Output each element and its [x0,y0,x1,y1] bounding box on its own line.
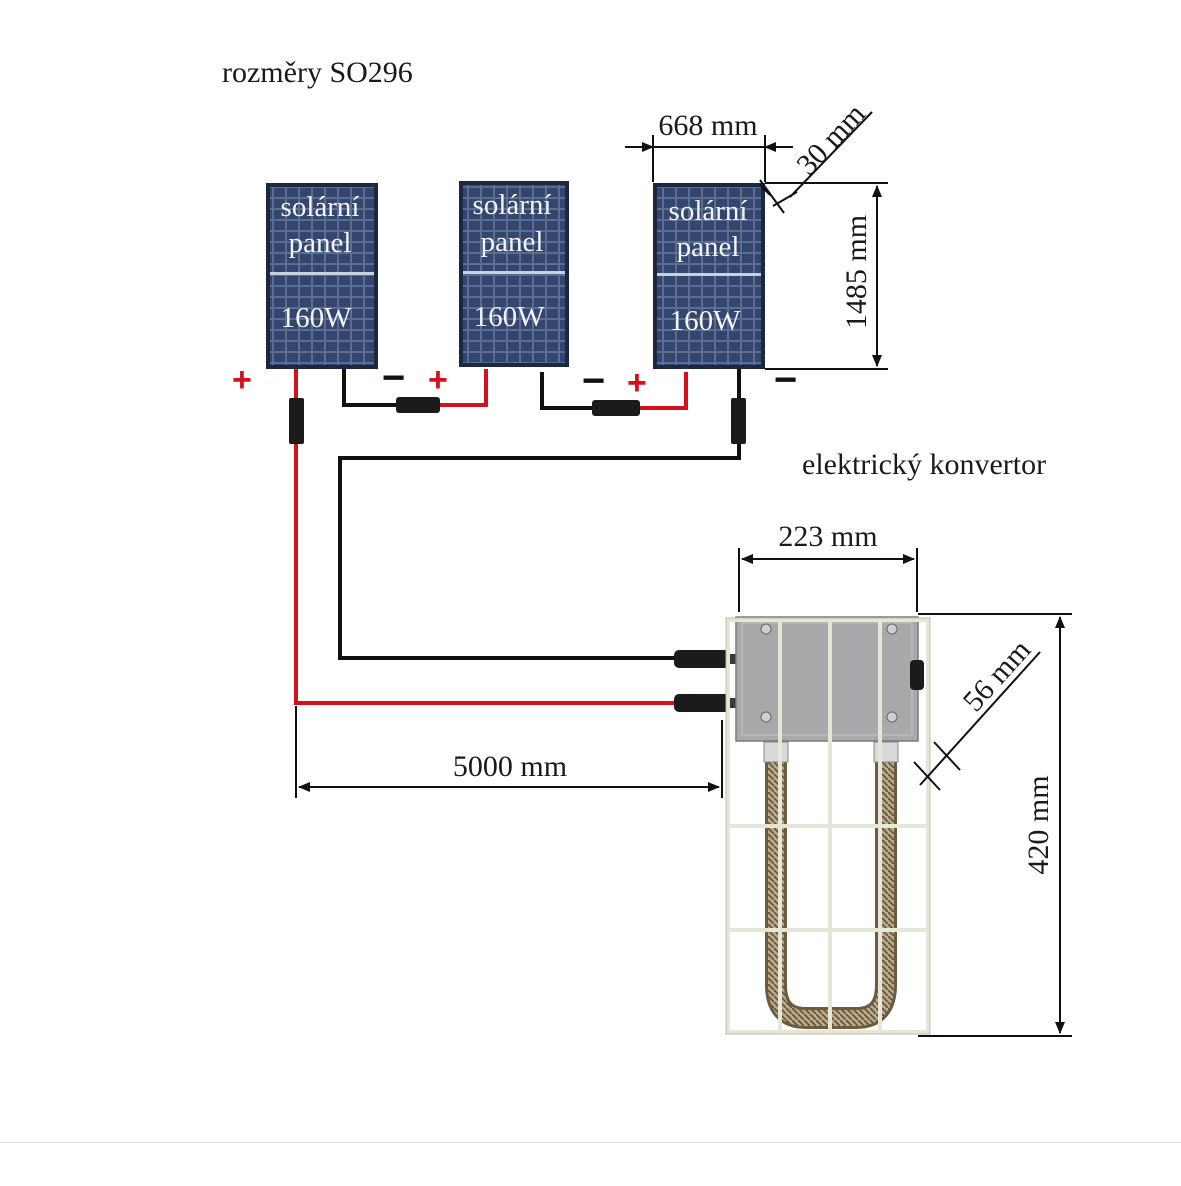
solar-panel-2: solární panel 160W [459,181,569,367]
panel-1-power: 160W [281,302,353,334]
polarity-plus-3: + [627,364,647,402]
polarity-minus-1: − [382,356,405,400]
dim-panel-width: 668 mm [625,109,793,182]
solar-panel-3: solární panel 160W [653,183,765,369]
panel-1-label-line1: solární [281,191,360,223]
dim-converter-height: 420 mm [918,613,1072,1037]
dim-panel-height: 1485 mm [765,182,888,370]
dim-panel-depth: 30 mm [759,97,873,214]
dim-converter-depth: 56 mm [913,633,1041,791]
dim-panel-width-label: 668 mm [658,109,757,142]
panel-1-label-line2: panel [289,227,352,259]
dim-cable-length: 5000 mm [295,706,723,798]
polarity-minus-3: − [774,358,797,402]
polarity-plus-2: + [428,361,448,399]
mc4-connector-2 [592,400,640,416]
panel-2-power: 160W [474,301,546,333]
polarity-plus-1: + [232,361,252,399]
main-cables [289,369,746,712]
dim-converter-width-label: 223 mm [778,520,877,553]
panel-2-label-line2: panel [481,226,544,258]
panel-2-label-line1: solární [473,189,552,221]
dim-panel-height-label: 1485 mm [840,215,873,329]
dim-panel-depth-label: 30 mm [790,97,872,181]
polarity-minus-2: − [582,359,605,403]
protective-grid [726,618,930,1034]
electric-converter [725,616,931,1035]
solar-panel-1: solární panel 160W [266,183,378,369]
mc4-connector-1 [396,397,440,413]
panel-3-power: 160W [670,305,742,337]
dim-cable-length-label: 5000 mm [453,750,567,783]
panel-3-label-line2: panel [677,231,740,263]
mc4-connector-positive [289,398,304,444]
dim-converter-height-label: 420 mm [1022,775,1055,874]
converter-label: elektrický konvertor [802,448,1046,481]
dim-converter-width: 223 mm [738,520,918,612]
mc4-connector-negative [731,398,746,444]
panel-3-label-line1: solární [669,195,748,227]
footer-divider [0,1142,1181,1143]
diagram-title: rozměry SO296 [222,56,413,89]
dim-converter-depth-label: 56 mm [957,633,1038,718]
converter-box [735,616,919,742]
panel-wiring [342,369,688,416]
